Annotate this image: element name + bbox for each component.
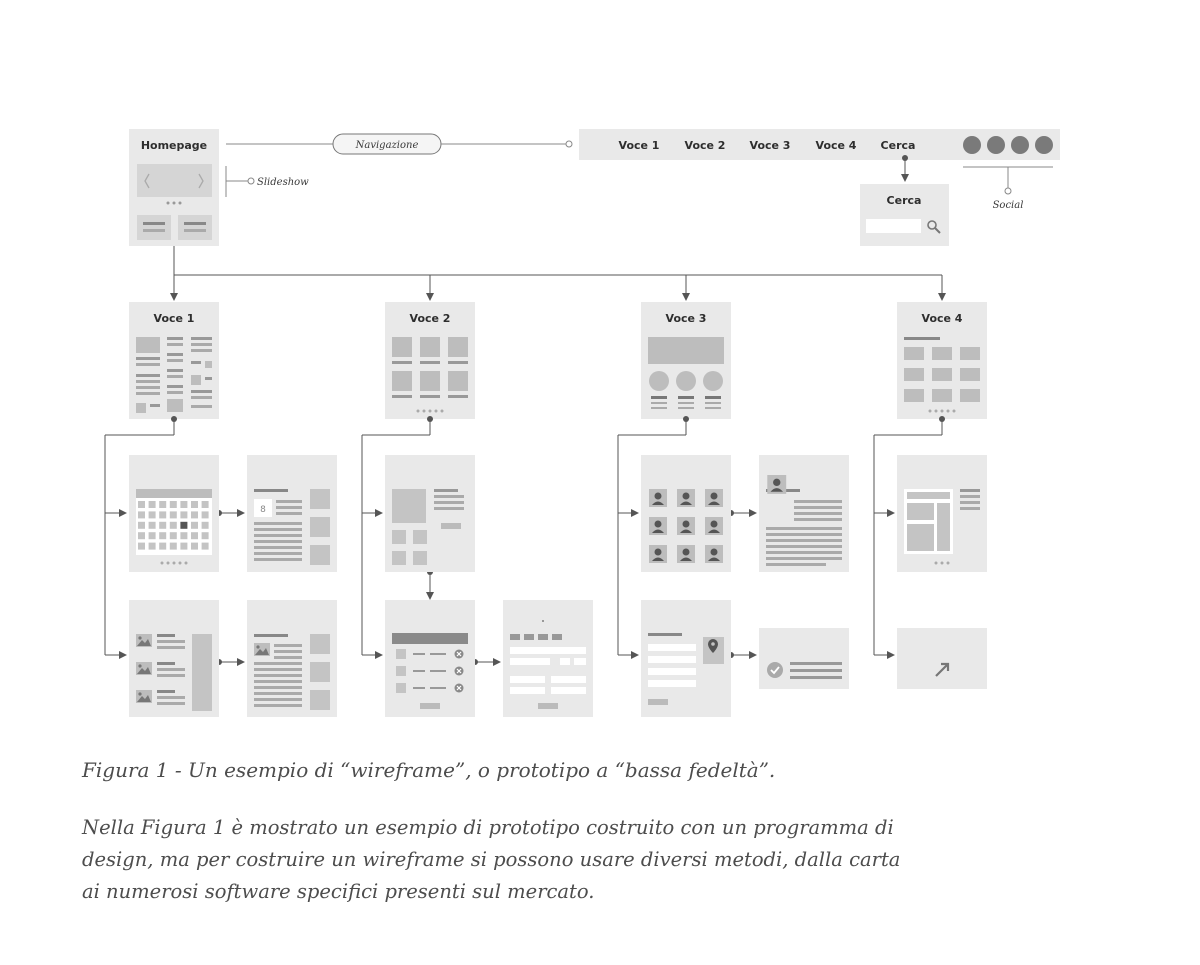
- profile-screen: [759, 455, 849, 572]
- section-title-voce-4: Voce 4: [922, 312, 963, 325]
- figure-caption: Figura 1 - Un esempio di “wireframe”, o …: [82, 758, 776, 782]
- section-card-voce-3: Voce 3: [641, 302, 731, 419]
- search-icon: [927, 220, 941, 234]
- search-box-title: Cerca: [887, 194, 922, 207]
- calendar-screen: [129, 455, 219, 572]
- cart-screen: [385, 600, 475, 717]
- date-badge: 8: [260, 505, 266, 515]
- section-card-voce-2: Voce 2: [385, 302, 475, 419]
- external-link-screen: [897, 628, 987, 689]
- contact-form-screen: [641, 600, 731, 717]
- team-grid-screen: [641, 455, 731, 572]
- wireframe-diagram: Homepage Slideshow Navigazione Voce 1 Vo…: [104, 129, 1060, 717]
- social-icon: [963, 136, 981, 154]
- article-screen: [247, 600, 337, 717]
- navigation-bar: Voce 1 Voce 2 Voce 3 Voce 4 Cerca: [579, 129, 1060, 160]
- social-icon: [987, 136, 1005, 154]
- layout-screen: [897, 455, 987, 572]
- social-icon: [1011, 136, 1029, 154]
- homepage-card: Homepage: [129, 129, 219, 246]
- gallery-list-screen: [129, 600, 219, 717]
- navigation-label: Navigazione: [355, 140, 419, 151]
- body-paragraph: Nella Figura 1 è mostrato un esempio di …: [82, 816, 901, 903]
- checkout-form-screen: [503, 600, 593, 717]
- homepage-title: Homepage: [141, 139, 207, 152]
- event-detail-screen: 8: [247, 455, 337, 572]
- section-card-voce-4: Voce 4: [897, 302, 987, 419]
- confirmation-screen: [759, 628, 849, 689]
- social-icon: [1035, 136, 1053, 154]
- nav-item-voce-2: Voce 2: [685, 139, 726, 152]
- section-title-voce-1: Voce 1: [154, 312, 195, 325]
- nav-item-voce-3: Voce 3: [750, 139, 791, 152]
- section-title-voce-2: Voce 2: [410, 312, 451, 325]
- check-icon: [767, 662, 783, 678]
- social-label: Social: [993, 200, 1024, 211]
- section-card-voce-1: Voce 1: [129, 302, 219, 419]
- product-screen: [385, 455, 475, 572]
- map-pin-icon: [708, 639, 718, 653]
- search-box-card: Cerca: [860, 184, 949, 246]
- nav-item-cerca: Cerca: [881, 139, 916, 152]
- section-title-voce-3: Voce 3: [666, 312, 707, 325]
- slideshow-label: Slideshow: [257, 177, 309, 188]
- nav-item-voce-1: Voce 1: [619, 139, 660, 152]
- external-arrow-icon: [935, 662, 950, 677]
- nav-item-voce-4: Voce 4: [816, 139, 857, 152]
